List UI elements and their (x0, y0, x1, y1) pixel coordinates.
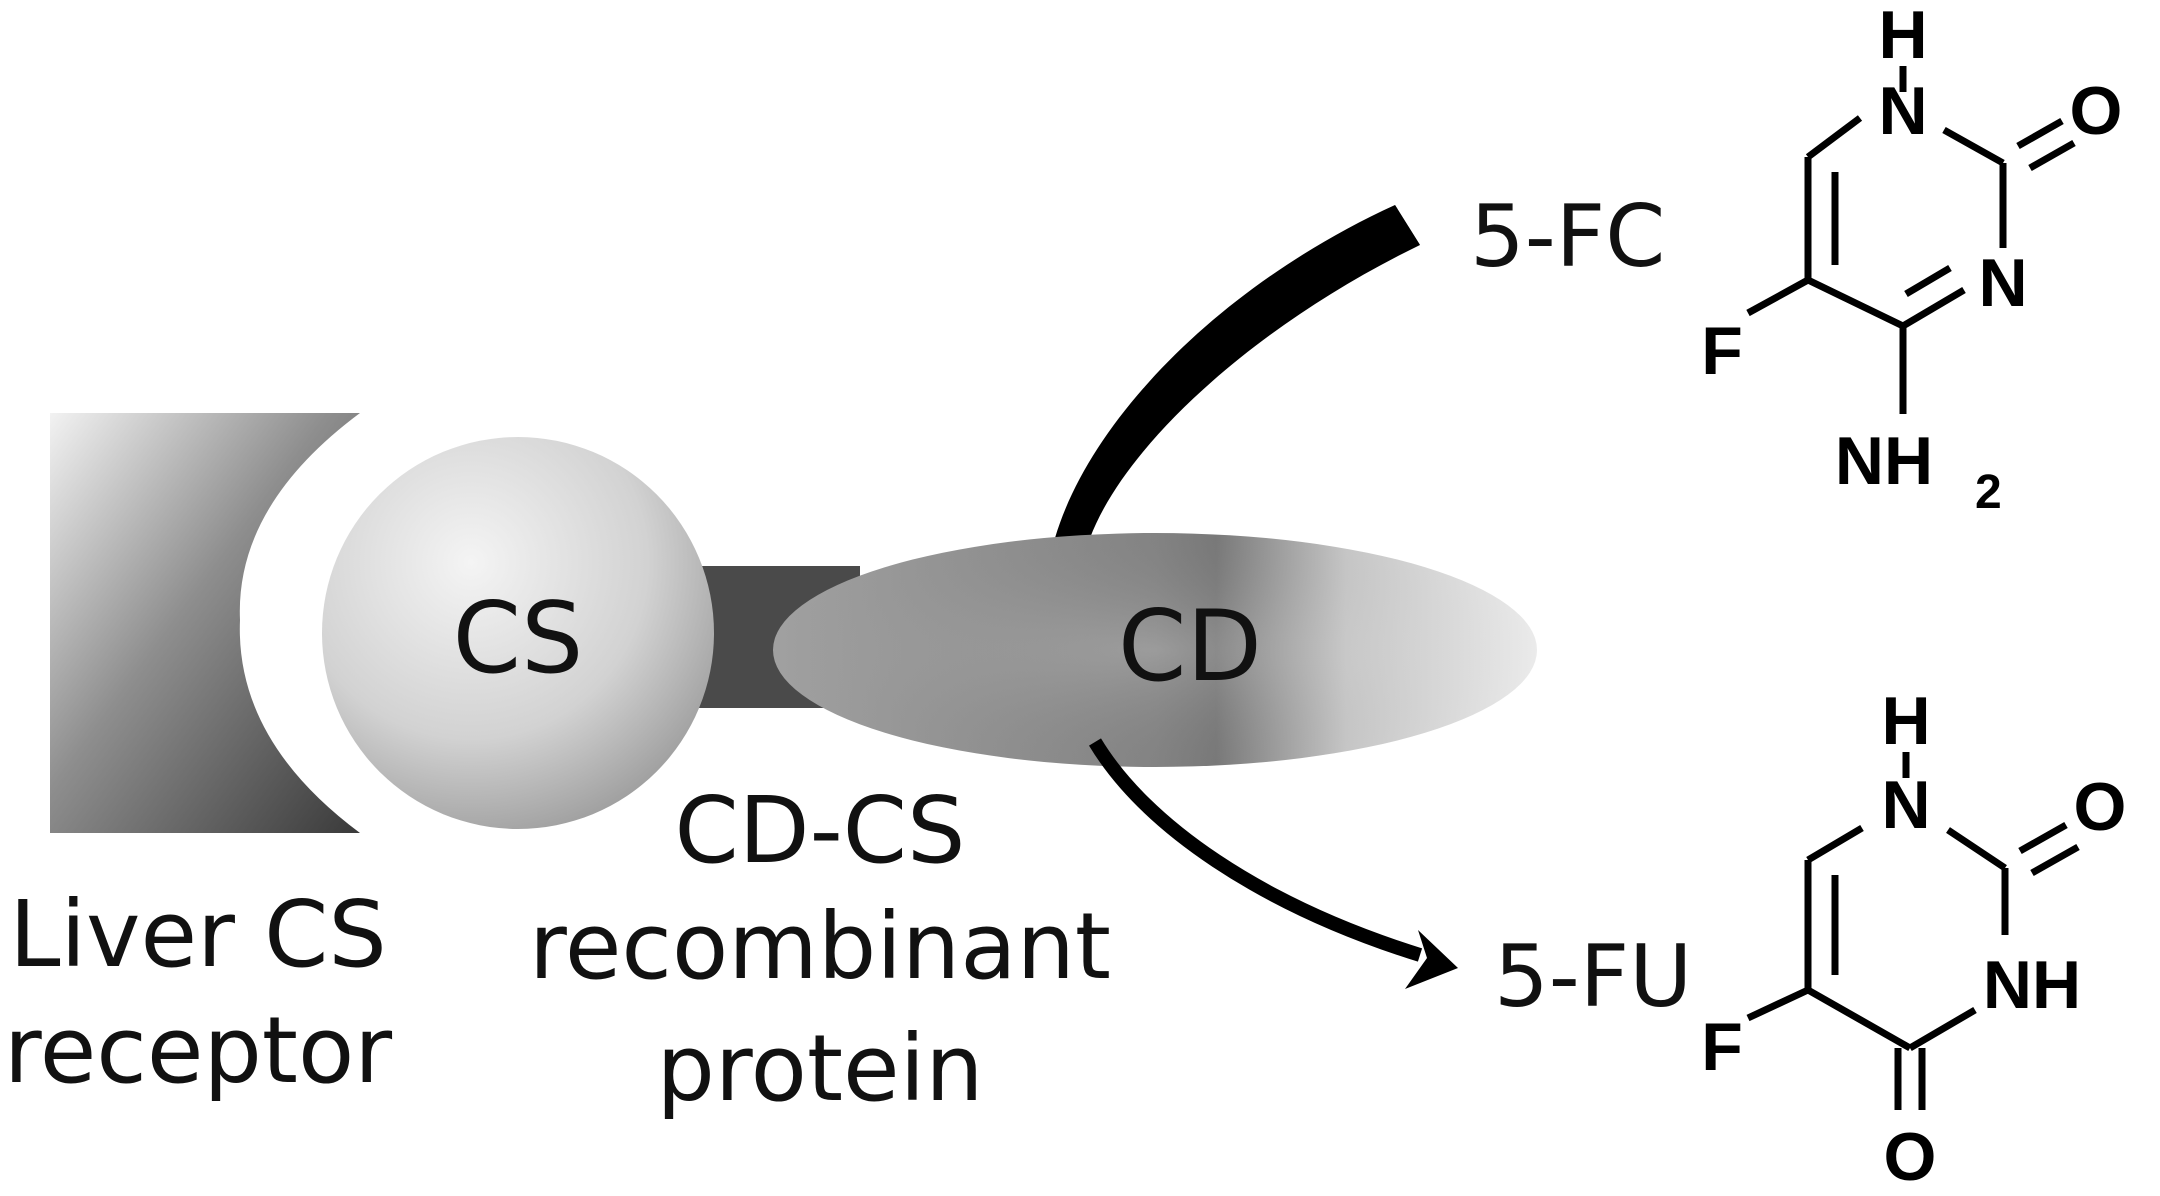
substrate-uptake-arrow (1055, 205, 1420, 538)
protein-label-line1: CD-CS (675, 777, 966, 884)
substrate-arrow-notch (1394, 205, 1420, 245)
5fu-structure: H N O NH F O (1701, 683, 2126, 1195)
5fc-atom-o: O (2070, 73, 2123, 149)
5fc-atom-n1: N (1878, 73, 1927, 149)
cs-label: CS (453, 582, 584, 696)
5fu-atom-nh: NH (1983, 947, 2081, 1023)
substrate-name-label: 5-FC (1470, 187, 1665, 287)
5fc-atom-f: F (1701, 313, 1743, 389)
5fu-atom-f: F (1701, 1009, 1743, 1085)
5fu-atom-n1: N (1881, 767, 1930, 843)
5fc-structure: H N O N F NH 2 (1701, 0, 2122, 519)
product-arrowhead (1405, 930, 1458, 989)
5fu-atom-h: H (1881, 683, 1930, 759)
5fu-atom-o4: O (1884, 1119, 1937, 1195)
cs-sphere (322, 437, 714, 829)
5fc-atom-h: H (1878, 0, 1927, 73)
liver-cs-receptor-shape (50, 413, 360, 833)
cd-ellipse-shade (773, 533, 1537, 767)
5fc-atom-n3: N (1978, 245, 2027, 321)
product-name-label: 5-FU (1494, 927, 1692, 1027)
5fc-atom-nh2: NH (1835, 423, 1933, 499)
receptor-label-line2: receptor (4, 997, 392, 1104)
protein-label-line2: recombinant (529, 893, 1111, 1000)
5fc-atom-nh2-subscript: 2 (1975, 466, 2002, 519)
receptor-label-line1: Liver CS (9, 881, 387, 988)
protein-label-line3: protein (656, 1015, 983, 1122)
cd-label: CD (1118, 590, 1262, 704)
5fu-atom-o2: O (2074, 769, 2127, 845)
product-release-arrow (1089, 738, 1423, 962)
